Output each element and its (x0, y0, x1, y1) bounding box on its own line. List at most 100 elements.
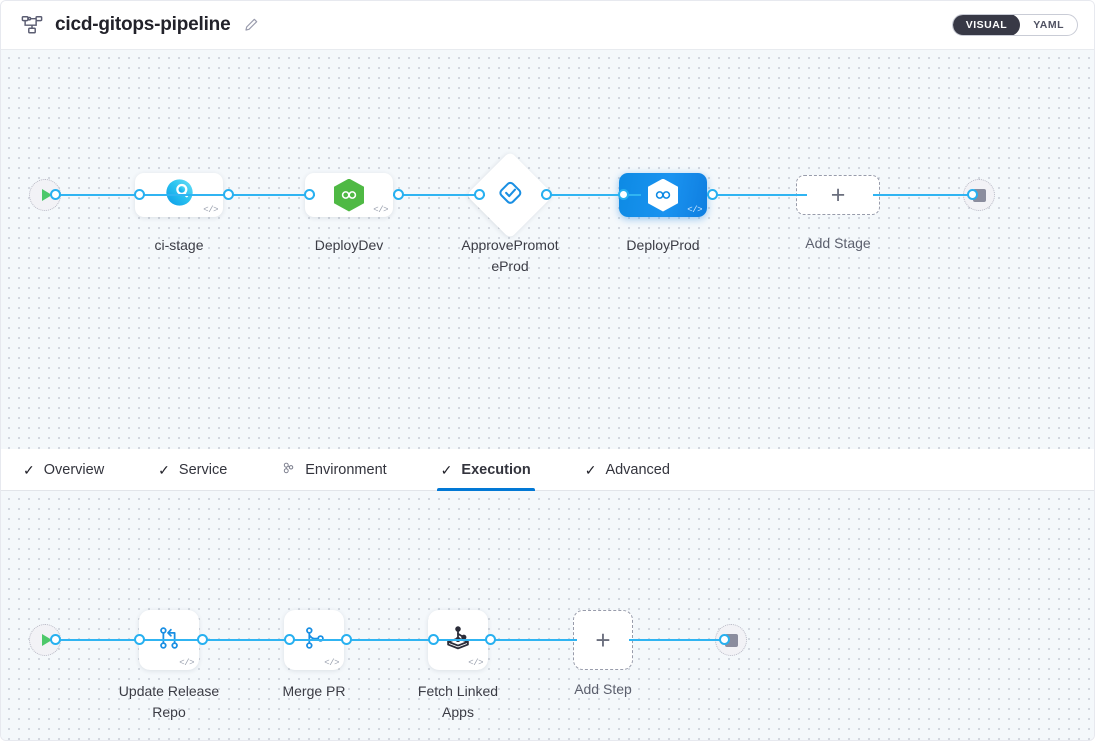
execution-steps-canvas[interactable]: </> Update Release Repo < (1, 491, 1094, 740)
code-view-glyph[interactable]: </> (203, 205, 218, 215)
deploydev-in-port[interactable] (304, 189, 315, 200)
deployprod-out-port[interactable] (707, 189, 718, 200)
tab-label: Service (178, 461, 228, 478)
stage-label-line-1: ApprovePromot (461, 237, 559, 253)
approval-out-port[interactable] (541, 189, 552, 200)
step-link-1 (55, 639, 143, 641)
deploydev-out-port[interactable] (393, 189, 404, 200)
stage-label-line-2: eProd (491, 258, 529, 274)
code-view-glyph[interactable]: </> (687, 205, 702, 215)
stage-label-deploydev: DeployDev (314, 237, 384, 253)
code-view-glyph[interactable]: </> (468, 658, 483, 668)
tab-label: Overview (43, 461, 105, 478)
tab-service[interactable]: ✓ Service (154, 449, 249, 490)
step-link-5 (349, 639, 441, 641)
stage-label-approvepromoteprod: ApprovePromot eProd (445, 235, 575, 277)
step-label-line-2: Repo (152, 704, 186, 720)
step-1-in-port[interactable] (134, 634, 145, 645)
page-title: cicd-gitops-pipeline (55, 14, 231, 35)
toggle-yaml[interactable]: YAML (1033, 19, 1064, 31)
stage-label-ci-stage: ci-stage (154, 237, 204, 253)
pipeline-flow-icon (19, 12, 45, 38)
add-stage-button[interactable]: + (796, 175, 880, 215)
step-label-line-1: Merge PR (282, 683, 346, 699)
stage-node-box-selected[interactable]: </> (619, 173, 707, 217)
stage-link-7 (873, 194, 973, 196)
infrastructure-cluster-icon (281, 461, 296, 478)
step-link-7 (493, 639, 577, 641)
ci-stage-in-port[interactable] (134, 189, 145, 200)
pencil-edit-icon[interactable] (242, 16, 260, 34)
tab-execution[interactable]: ✓ Execution (436, 449, 553, 491)
approval-stage-diamond[interactable] (466, 151, 554, 239)
toggle-visual[interactable]: VISUAL (952, 15, 1021, 35)
pipeline-header: cicd-gitops-pipeline VISUAL YAML (1, 1, 1094, 50)
git-branch-merge-icon (299, 623, 329, 658)
execution-start-port[interactable] (50, 634, 61, 645)
tab-environment[interactable]: Environment (277, 449, 408, 490)
step-3-in-port[interactable] (428, 634, 439, 645)
stage-link-3 (223, 194, 315, 196)
step-3-out-port[interactable] (485, 634, 496, 645)
plus-icon: + (830, 180, 846, 209)
check-icon: ✓ (584, 461, 597, 478)
stage-config-tabs[interactable]: ✓ Overview ✓ Service Environment ✓ Execu… (1, 449, 1094, 491)
step-label-line-1: Fetch Linked (417, 683, 499, 699)
step-label-merge-pr: Merge PR (249, 681, 379, 702)
pipeline-start-node[interactable] (29, 179, 61, 211)
step-2-in-port[interactable] (284, 634, 295, 645)
tab-advanced[interactable]: ✓ Advanced (581, 449, 692, 490)
step-2-out-port[interactable] (341, 634, 352, 645)
tab-label: Environment (305, 461, 387, 478)
code-view-glyph[interactable]: </> (179, 658, 194, 668)
tab-label: Advanced (605, 461, 670, 478)
harness-ci-icon (164, 177, 195, 213)
harness-cd-hexagon-icon (648, 178, 678, 212)
stage-canvas[interactable]: </> ci-stage </> DeployDev (1, 50, 1094, 449)
code-view-glyph[interactable]: </> (373, 205, 388, 215)
check-icon: ✓ (23, 461, 35, 478)
stage-label-deployprod: DeployProd (626, 237, 700, 253)
deployprod-in-port[interactable] (618, 189, 629, 200)
step-1-out-port[interactable] (197, 634, 208, 645)
play-icon (41, 634, 52, 646)
check-icon: ✓ (158, 461, 170, 478)
add-step-box[interactable]: + (573, 610, 633, 670)
view-mode-toggle[interactable]: VISUAL YAML (951, 14, 1078, 36)
check-icon: ✓ (440, 461, 453, 478)
step-label-fetch-linked-apps: Fetch Linked Apps (393, 681, 523, 723)
stage-node-box[interactable]: </> (305, 173, 393, 217)
step-label-line-1: Update Release (118, 683, 220, 699)
tab-overview[interactable]: ✓ Overview (19, 449, 126, 490)
stage-link-2 (139, 194, 235, 196)
add-step-label: Add Step (574, 681, 632, 697)
stage-link-6 (707, 194, 807, 196)
stage-link-5 (541, 194, 641, 196)
step-label-line-2: Apps (442, 704, 474, 720)
step-link-6 (435, 639, 497, 641)
stage-link-1 (55, 194, 143, 196)
stage-node-deployprod[interactable]: </> (619, 173, 707, 217)
end-port[interactable] (967, 189, 978, 200)
tab-label: Execution (461, 461, 531, 478)
step-link-3 (203, 639, 295, 641)
approval-in-port[interactable] (474, 189, 485, 200)
approval-diamond-icon (497, 179, 524, 211)
execution-end-port[interactable] (719, 634, 730, 645)
step-link-8 (629, 639, 729, 641)
harness-cd-hexagon-icon (334, 178, 364, 212)
plus-icon: + (595, 625, 611, 655)
add-stage-label: Add Stage (805, 235, 871, 251)
stage-node-deploydev[interactable]: </> (305, 173, 393, 217)
add-stage-box[interactable]: + (796, 175, 880, 215)
add-step-button[interactable]: + (573, 610, 633, 670)
ci-stage-out-port[interactable] (223, 189, 234, 200)
play-icon (41, 189, 52, 201)
step-label-update-release-repo: Update Release Repo (104, 681, 234, 723)
stage-node-approvepromoteprod[interactable] (466, 151, 554, 239)
step-link-2 (139, 639, 207, 641)
start-port[interactable] (50, 189, 61, 200)
code-view-glyph[interactable]: </> (324, 658, 339, 668)
stage-link-4 (393, 194, 485, 196)
